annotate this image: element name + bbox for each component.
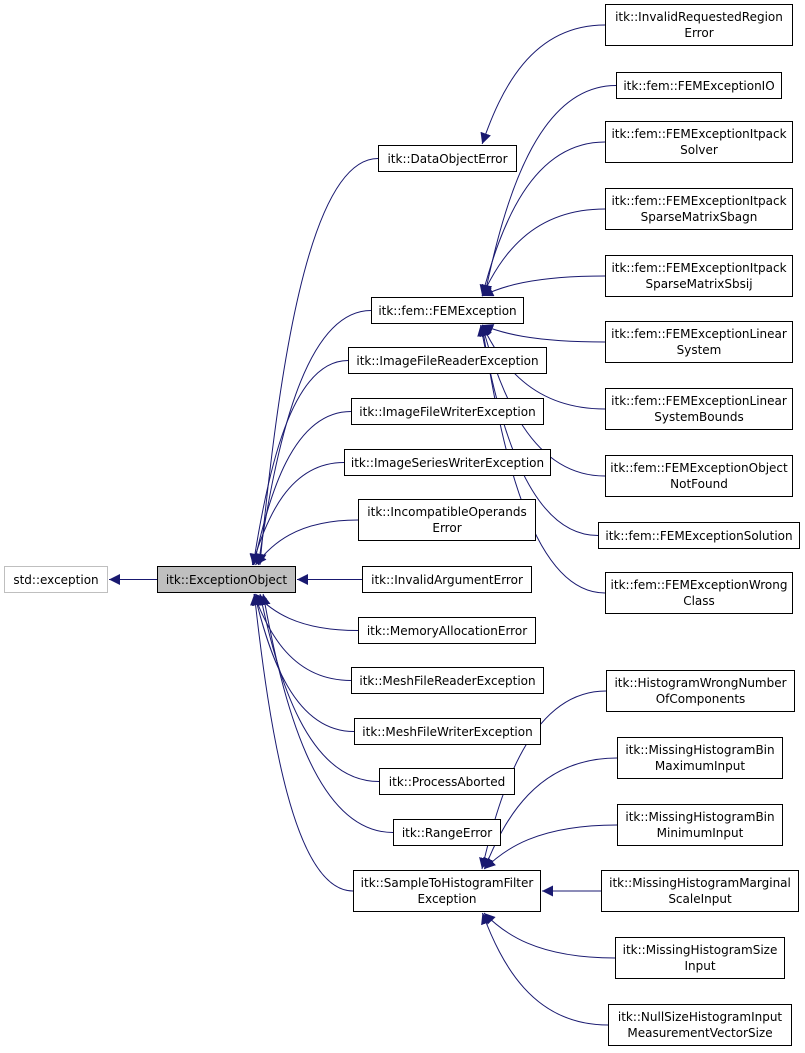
edge-image-file-reader-exception-to-exception-object [249, 360, 349, 566]
edge-range-error-to-exception-object [259, 593, 394, 833]
edge-image-file-writer-exception-to-exception-object [250, 411, 352, 566]
edge-mesh-file-writer-exception-to-exception-object [251, 593, 355, 732]
edge-process-aborted-to-exception-object [256, 593, 380, 782]
node-fem-exception-linear-system[interactable]: itk::fem::FEMExceptionLinear System [605, 321, 793, 363]
node-mesh-file-writer-exception[interactable]: itk::MeshFileWriterException [354, 718, 541, 745]
node-missing-histogram-bin-maximum-input[interactable]: itk::MissingHistogramBin MaximumInput [617, 737, 783, 779]
edge-sample-to-histogram-filter-exception-to-exception-object [250, 593, 354, 892]
node-fem-exception-wrong-class[interactable]: itk::fem::FEMExceptionWrong Class [605, 572, 793, 614]
node-fem-exception[interactable]: itk::fem::FEMException [371, 297, 524, 324]
edge-fem-exception-itpack-sparse-matrix-sbsij-to-fem-exception [481, 275, 606, 297]
edge-null-size-histogram-input-measurement-vector-size-to-sample-to-histogram-filter-exception [481, 912, 609, 1026]
edge-fem-exception-io-to-fem-exception [481, 85, 617, 297]
node-invalid-requested-region-error[interactable]: itk::InvalidRequestedRegion Error [605, 4, 793, 46]
node-exception-object: itk::ExceptionObject [157, 566, 296, 593]
node-data-object-error[interactable]: itk::DataObjectError [378, 145, 517, 172]
node-missing-histogram-bin-minimum-input[interactable]: itk::MissingHistogramBin MinimumInput [617, 804, 783, 846]
node-missing-histogram-marginal-scale-input[interactable]: itk::MissingHistogramMarginal ScaleInput [601, 870, 799, 912]
node-fem-exception-itpack-sparse-matrix-sbagn[interactable]: itk::fem::FEMExceptionItpack SparseMatri… [605, 188, 793, 230]
edge-incompatible-operands-error-to-exception-object [255, 519, 359, 566]
node-null-size-histogram-input-measurement-vector-size[interactable]: itk::NullSizeHistogramInput MeasurementV… [608, 1004, 792, 1046]
node-missing-histogram-size-input[interactable]: itk::MissingHistogramSize Input [615, 937, 785, 979]
node-std-exception: std::exception [4, 566, 108, 593]
node-incompatible-operands-error[interactable]: itk::IncompatibleOperands Error [358, 499, 536, 541]
edge-fem-exception-to-exception-object [254, 310, 372, 566]
node-fem-exception-itpack-sparse-matrix-sbsij[interactable]: itk::fem::FEMExceptionItpack SparseMatri… [605, 255, 793, 297]
node-image-series-writer-exception[interactable]: itk::ImageSeriesWriterException [344, 449, 551, 476]
node-invalid-argument-error[interactable]: itk::InvalidArgumentError [362, 566, 532, 593]
node-image-file-reader-exception[interactable]: itk::ImageFileReaderException [348, 347, 547, 374]
edge-fem-exception-itpack-solver-to-fem-exception [479, 141, 606, 297]
node-memory-allocation-error[interactable]: itk::MemoryAllocationError [358, 617, 536, 644]
node-process-aborted[interactable]: itk::ProcessAborted [379, 768, 515, 795]
edge-fem-exception-itpack-sparse-matrix-sbagn-to-fem-exception [481, 208, 606, 297]
edge-invalid-requested-region-error-to-data-object-error [480, 24, 606, 145]
node-fem-exception-itpack-solver[interactable]: itk::fem::FEMExceptionItpack Solver [605, 121, 793, 163]
node-fem-exception-object-not-found[interactable]: itk::fem::FEMExceptionObject NotFound [605, 455, 793, 497]
edge-missing-histogram-bin-minimum-input-to-sample-to-histogram-filter-exception [484, 824, 618, 870]
node-sample-to-histogram-filter-exception[interactable]: itk::SampleToHistogramFilter Exception [353, 870, 541, 912]
edge-missing-histogram-size-input-to-sample-to-histogram-filter-exception [483, 912, 616, 959]
edge-memory-allocation-error-to-exception-object [255, 593, 359, 631]
node-mesh-file-reader-exception[interactable]: itk::MeshFileReaderException [351, 667, 544, 694]
edge-missing-histogram-bin-maximum-input-to-sample-to-histogram-filter-exception [483, 757, 618, 870]
edge-fem-exception-linear-system-bounds-to-fem-exception [481, 324, 606, 410]
node-fem-exception-io[interactable]: itk::fem::FEMExceptionIO [616, 72, 782, 99]
edge-mesh-file-reader-exception-to-exception-object [252, 593, 352, 681]
node-image-file-writer-exception[interactable]: itk::ImageFileWriterException [351, 398, 544, 425]
edge-fem-exception-linear-system-to-fem-exception [481, 324, 606, 343]
node-fem-exception-solution[interactable]: itk::fem::FEMExceptionSolution [598, 522, 800, 549]
node-range-error[interactable]: itk::RangeError [393, 819, 501, 846]
node-histogram-wrong-number-of-components[interactable]: itk::HistogramWrongNumber OfComponents [606, 670, 795, 712]
node-fem-exception-linear-system-bounds[interactable]: itk::fem::FEMExceptionLinear SystemBound… [605, 388, 793, 430]
edge-image-series-writer-exception-to-exception-object [250, 462, 345, 566]
